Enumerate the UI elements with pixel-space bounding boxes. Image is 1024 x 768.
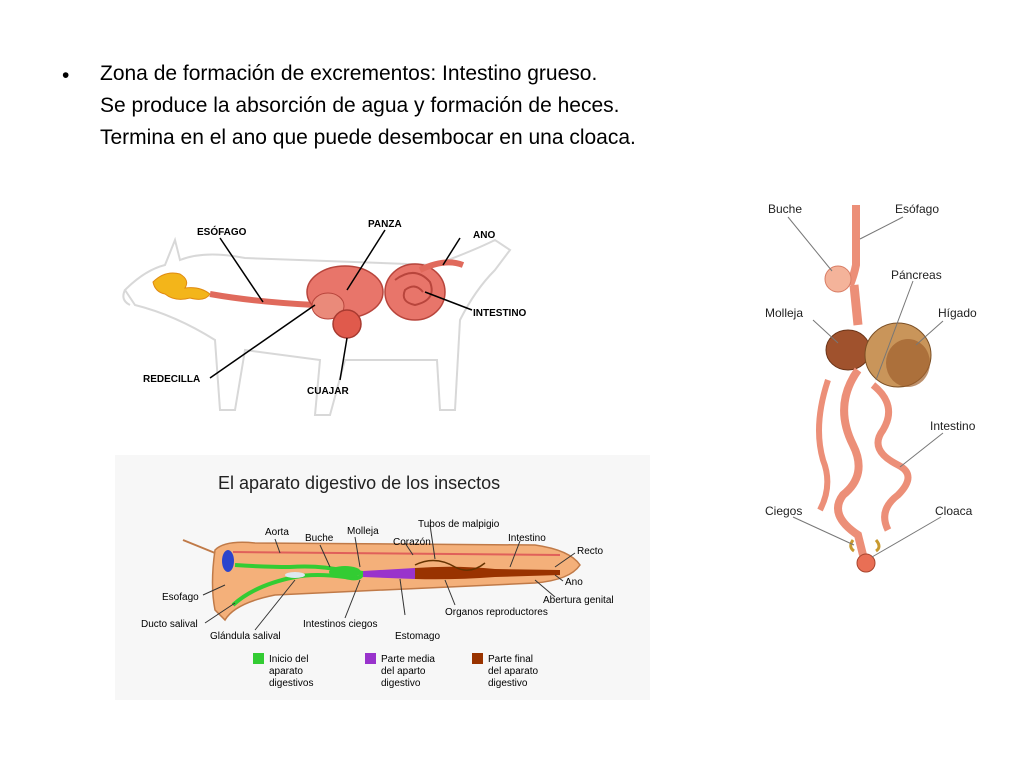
bird-ceca [849, 539, 881, 553]
bird-label-buche: Buche [768, 202, 802, 216]
leader-line [424, 291, 473, 311]
insect-label-tubos: Tubos de malpigio [418, 519, 500, 530]
insect-label-intestino: Intestino [508, 533, 546, 544]
insect-label-abertura: Abertura genital [543, 595, 614, 606]
insect-malpighian-tubules [414, 559, 486, 571]
legend-swatch-final [472, 653, 483, 664]
insect-label-ano: Ano [565, 577, 583, 588]
leader-line [209, 304, 316, 379]
insect-body [211, 541, 581, 622]
leader-line [442, 237, 461, 266]
cow-esophagus [209, 291, 316, 308]
bird-cloaca [856, 553, 876, 573]
insect-leader-lines [202, 524, 576, 631]
bird-label-cloaca: Cloaca [935, 504, 973, 518]
insect-label-ciegos: Intestinos ciegos [303, 619, 378, 630]
leader-line [346, 229, 386, 291]
bird-gizzard [825, 329, 871, 371]
legend-media-line1: Parte media [381, 654, 435, 665]
bird-intestine-loop-left [816, 379, 831, 512]
bird-label-higado: Hígado [938, 306, 977, 320]
insect-salivary-gland [285, 572, 305, 578]
bird-intestine-loops [870, 382, 912, 532]
bird-liver-lobe [886, 339, 930, 387]
legend-swatch-inicio [253, 653, 264, 664]
cow-intestine [384, 263, 446, 321]
insect-label-esofago: Esofago [162, 592, 199, 603]
text-line-2: Se produce la absorción de agua y formac… [100, 94, 620, 117]
cow-intestine-coils [394, 272, 433, 307]
bird-label-esofago: Esófago [895, 202, 939, 216]
cow-label-intestino: INTESTINO [473, 308, 527, 319]
legend-inicio-line1: Inicio del [269, 654, 308, 665]
bird-leader-lines [787, 216, 944, 558]
bird-crop [824, 265, 852, 293]
cow-redecilla [311, 292, 345, 320]
cow-cuajar [332, 309, 362, 339]
cow-digestive-diagram: ESÓFAGO PANZA ANO INTESTINO REDECILLA CU… [122, 219, 527, 416]
leader-line [219, 237, 264, 303]
insect-hindgut [415, 566, 560, 580]
legend-inicio-line3: digestivos [269, 678, 313, 689]
legend-swatch-media [365, 653, 376, 664]
insect-aorta [232, 551, 561, 556]
bird-label-molleja: Molleja [765, 306, 803, 320]
legend-inicio-line2: aparato [269, 666, 303, 677]
legend-final-line2: del aparato [488, 666, 538, 677]
insect-antenna [182, 539, 216, 554]
insect-label-estomago: Estomago [395, 631, 440, 642]
bullet-marker: • [62, 64, 70, 87]
cow-label-cuajar: CUAJAR [307, 386, 349, 397]
insect-crop [329, 566, 361, 578]
bird-esophagus [846, 205, 860, 287]
legend-media-line2: del aparto [381, 666, 426, 677]
cow-head-outline [122, 289, 131, 306]
bird-label-ciegos: Ciegos [765, 504, 802, 518]
insect-label-aorta: Aorta [265, 527, 289, 538]
insect-label-glandula: Glándula salival [210, 631, 281, 642]
cow-label-panza: PANZA [368, 219, 402, 230]
insect-digestive-diagram: El aparato digestivo de los insectos [115, 455, 650, 700]
insect-label-molleja: Molleja [347, 526, 379, 537]
legend-media-line3: digestivo [381, 678, 421, 689]
insect-midgut [363, 568, 415, 579]
cow-label-esofago: ESÓFAGO [197, 225, 247, 238]
bird-intestine [834, 367, 867, 556]
insect-label-recto: Recto [577, 546, 604, 557]
text-line-3: Termina en el ano que puede desembocar e… [100, 126, 636, 149]
insect-label-buche: Buche [305, 533, 334, 544]
cow-outline [123, 236, 512, 416]
bird-proventriculus [849, 284, 863, 326]
cow-label-ano: ANO [473, 230, 495, 241]
insect-title: El aparato digestivo de los insectos [218, 473, 500, 493]
cow-rectum [418, 259, 465, 273]
legend-final-line3: digestivo [488, 678, 528, 689]
bird-digestive-diagram: Buche Esófago Páncreas Molleja Hígado In… [765, 202, 977, 573]
insect-label-corazon: Corazón [393, 537, 431, 548]
insect-label-ducto: Ducto salival [141, 619, 198, 630]
leader-line [339, 337, 348, 381]
bird-label-pancreas: Páncreas [891, 268, 942, 282]
insect-eye [222, 550, 234, 572]
insect-foregut [231, 563, 366, 607]
bird-label-intestino: Intestino [930, 419, 976, 433]
insect-legend: Inicio del aparato digestivos Parte medi… [253, 653, 538, 689]
cow-label-redecilla: REDECILLA [143, 374, 200, 385]
insect-label-organos: Organos reproductores [445, 607, 548, 618]
legend-final-line1: Parte final [488, 654, 533, 665]
text-line-1: Zona de formación de excrementos: Intest… [100, 62, 598, 85]
cow-mouth-shape [152, 272, 211, 300]
